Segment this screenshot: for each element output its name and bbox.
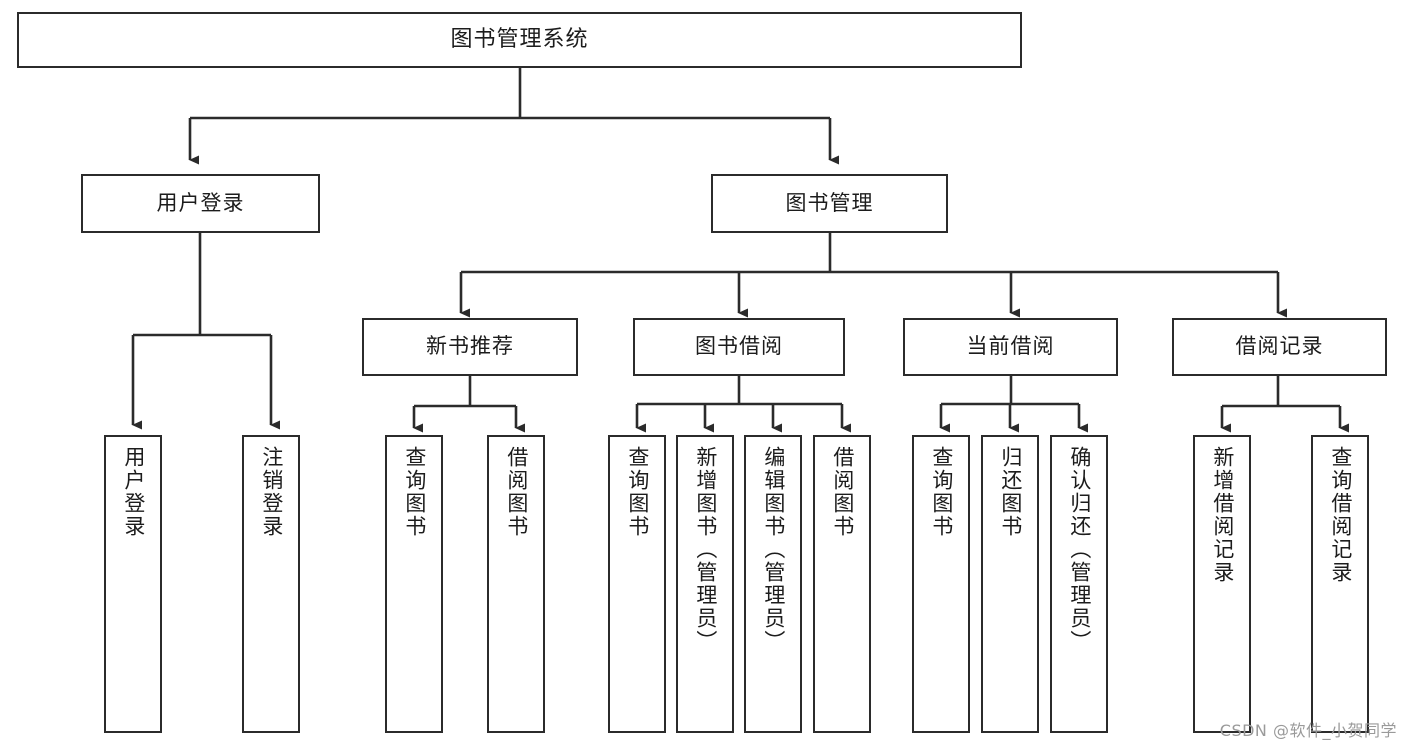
node-label: 用户登录 [156,190,245,215]
node-label: 图书借阅 [695,334,783,359]
leaf-label: 新增借阅记录 [1210,446,1235,584]
leaf-borrow-borrow-book[interactable]: 借阅图书 [813,435,871,733]
watermark-text: CSDN @软件_小贺同学 [1219,721,1397,740]
node-book-borrow[interactable]: 图书借阅 [633,318,845,376]
node-label: 图书管理系统 [450,26,589,52]
leaf-newbook-borrow-book[interactable]: 借阅图书 [487,435,545,733]
leaf-label: 新增图书（管理员） [693,446,718,653]
leaf-label: 注销登录 [259,446,284,538]
node-label: 图书管理 [785,190,874,215]
leaf-label: 借阅图书 [504,446,529,538]
leaf-label: 借阅图书 [830,446,855,538]
leaf-label: 编辑图书（管理员） [761,446,786,653]
leaf-label: 用户登录 [121,446,146,538]
leaf-user-login-login[interactable]: 用户登录 [104,435,162,733]
leaf-label: 确认归还（管理员） [1067,446,1092,653]
node-label: 新书推荐 [426,334,514,359]
node-label: 借阅记录 [1235,334,1324,359]
node-new-book-recommend[interactable]: 新书推荐 [362,318,578,376]
leaf-record-query-record[interactable]: 查询借阅记录 [1311,435,1369,733]
leaf-label: 查询借阅记录 [1328,446,1353,584]
node-book-management[interactable]: 图书管理 [711,174,948,233]
node-user-login[interactable]: 用户登录 [81,174,320,233]
leaf-borrow-query-book[interactable]: 查询图书 [608,435,666,733]
leaf-borrow-edit-book-admin[interactable]: 编辑图书（管理员） [744,435,802,733]
node-label: 当前借阅 [966,334,1055,359]
node-current-borrow[interactable]: 当前借阅 [903,318,1118,376]
leaf-current-confirm-return-admin[interactable]: 确认归还（管理员） [1050,435,1108,733]
leaf-label: 归还图书 [998,446,1023,538]
leaf-newbook-query-book[interactable]: 查询图书 [385,435,443,733]
node-borrow-record[interactable]: 借阅记录 [1172,318,1387,376]
leaf-label: 查询图书 [929,446,954,538]
leaf-user-login-logout[interactable]: 注销登录 [242,435,300,733]
leaf-current-query-book[interactable]: 查询图书 [912,435,970,733]
leaf-borrow-add-book-admin[interactable]: 新增图书（管理员） [676,435,734,733]
node-root-book-management-system[interactable]: 图书管理系统 [17,12,1022,68]
leaf-record-add-record[interactable]: 新增借阅记录 [1193,435,1251,733]
leaf-label: 查询图书 [402,446,427,538]
leaf-current-return-book[interactable]: 归还图书 [981,435,1039,733]
leaf-label: 查询图书 [625,446,650,538]
